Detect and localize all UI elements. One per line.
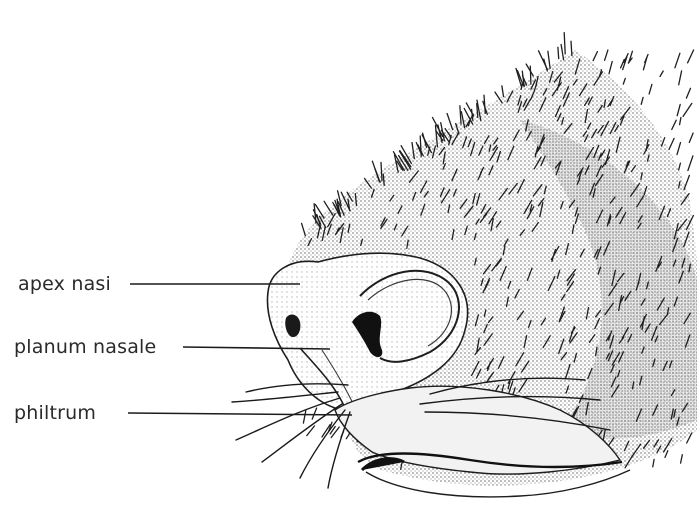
fur-stroke xyxy=(605,50,608,60)
fur-tuft xyxy=(571,41,572,55)
fur-tuft xyxy=(460,106,461,124)
fur-stroke xyxy=(641,97,643,104)
fur-stroke xyxy=(609,62,612,74)
fur-stroke xyxy=(677,143,681,155)
fur-stroke xyxy=(623,78,625,84)
fur-tuft xyxy=(558,47,559,58)
fur-stroke xyxy=(653,459,654,466)
fur-stroke xyxy=(312,408,316,419)
fur-stroke xyxy=(331,427,339,437)
fur-stroke xyxy=(649,84,652,94)
fur-stroke xyxy=(677,104,680,115)
fur-stroke xyxy=(689,133,693,142)
fur-stroke xyxy=(688,50,694,63)
leader-philtrum xyxy=(128,413,352,415)
fur-stroke xyxy=(669,138,674,149)
fur-stroke xyxy=(679,71,682,85)
fur-stroke xyxy=(672,120,676,129)
fur-tuft xyxy=(564,33,565,54)
fur-stroke xyxy=(679,163,681,170)
fur-tuft xyxy=(526,64,533,76)
fur-stroke xyxy=(681,455,683,463)
fur-tuft xyxy=(561,45,564,60)
fur-tuft xyxy=(447,114,453,130)
fur-stroke xyxy=(675,53,680,68)
fur-stroke xyxy=(683,103,692,116)
fur-tuft xyxy=(383,174,384,185)
fur-tuft xyxy=(302,223,306,235)
fur-stroke xyxy=(680,118,681,125)
fur-tuft xyxy=(530,66,531,84)
fur-stroke xyxy=(303,411,305,424)
fur-tuft xyxy=(502,86,504,97)
label-planum-nasale: planum nasale xyxy=(14,336,156,358)
label-apex-nasi: apex nasi xyxy=(18,273,111,295)
label-philtrum: philtrum xyxy=(14,402,96,424)
fur-stroke xyxy=(665,451,668,458)
fur-tuft xyxy=(548,51,550,68)
fur-stroke xyxy=(593,52,597,61)
fur-stroke xyxy=(660,71,663,77)
labels: apex nasi planum nasale philtrum xyxy=(14,273,156,424)
fur-stroke xyxy=(686,88,690,98)
fur-stroke xyxy=(684,175,689,189)
fur-stroke xyxy=(688,156,693,171)
